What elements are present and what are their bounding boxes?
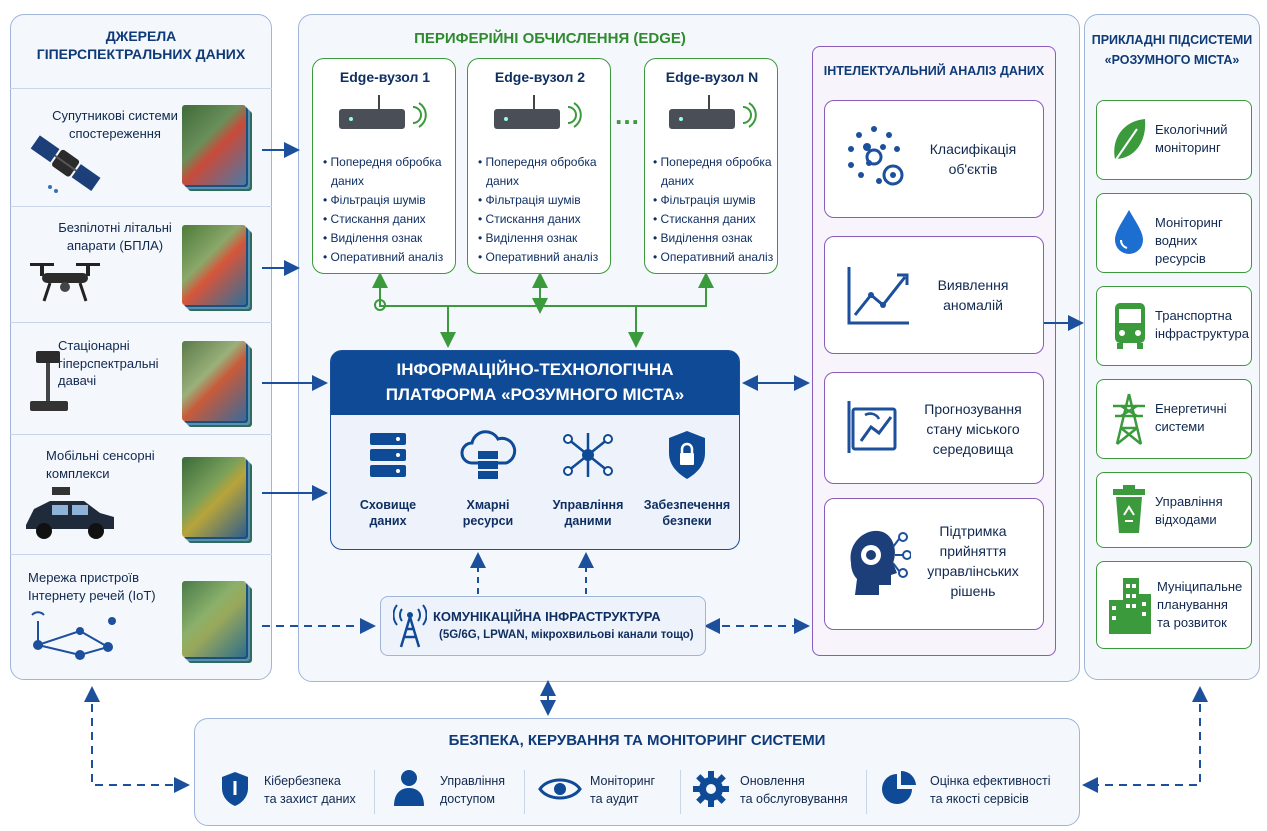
source-item: Стаціонарні гіперспектральні давачі bbox=[10, 322, 272, 434]
bus-icon bbox=[1115, 303, 1145, 349]
pie-chart-icon bbox=[882, 770, 916, 804]
source-item: Мобільні сенсорні комплекси bbox=[10, 434, 272, 554]
bottom-divider bbox=[680, 770, 681, 814]
city-platform: ІНФОРМАЦІЙНО-ТЕХНОЛОГІЧНА ПЛАТФОРМА «РОЗ… bbox=[330, 350, 740, 550]
sensor-icon bbox=[30, 351, 68, 411]
router-icon bbox=[494, 95, 582, 129]
hyperspectral-image bbox=[182, 341, 246, 421]
ai-item: Підтримка прийняття управлінських рішень bbox=[824, 498, 1044, 630]
bottom-item: Моніторинг та аудит bbox=[534, 764, 674, 820]
app-item: Екологічний моніторинг bbox=[1096, 100, 1252, 180]
edge-node-n: Edge-вузол N • Попередня обробка даних •… bbox=[644, 58, 778, 274]
router-icon bbox=[669, 95, 757, 129]
ai-item: Класифікація об'єктів bbox=[824, 100, 1044, 218]
eye-icon bbox=[538, 778, 582, 800]
bottom-item: Оцінка ефективності та якості сервісів bbox=[876, 764, 1072, 820]
bottom-item: Управління доступом bbox=[386, 764, 516, 820]
shield-lock-icon bbox=[669, 431, 705, 479]
car-icon bbox=[26, 487, 114, 539]
app-item: Муніципальне планування та розвиток bbox=[1096, 561, 1252, 649]
arrow-apps-bottom bbox=[1082, 686, 1208, 793]
comm-title: КОМУНІКАЦІЙНА ІНФРАСТРУКТУРА bbox=[433, 609, 661, 624]
head-gear-icon bbox=[850, 530, 911, 595]
iot-network-icon bbox=[31, 611, 116, 660]
recycle-bin-icon bbox=[1113, 485, 1145, 533]
edge-node-2: Edge-вузол 2 • Попередня обробка даних •… bbox=[467, 58, 611, 274]
user-icon bbox=[394, 770, 424, 806]
platform-service: Управління даними bbox=[543, 427, 633, 537]
satellite-icon bbox=[30, 135, 101, 193]
bottom-divider bbox=[866, 770, 867, 814]
bottom-item: Кібербезпека та захист даних bbox=[214, 764, 364, 820]
network-icon bbox=[563, 433, 613, 477]
ai-item: Прогнозування стану міського середовища bbox=[824, 372, 1044, 484]
bottom-panel bbox=[194, 718, 1080, 826]
gear-icon bbox=[693, 771, 729, 807]
edge-node-1: Edge-вузол 1 • Попередня обробка даних •… bbox=[312, 58, 456, 274]
forecast-icon bbox=[847, 401, 897, 453]
sources-title: ДЖЕРЕЛА ГІПЕРСПЕКТРАЛЬНИХ ДАНИХ bbox=[36, 28, 246, 62]
water-drop-icon bbox=[1115, 210, 1143, 254]
edge-bus bbox=[379, 276, 707, 307]
edge-title: ПЕРИФЕРІЙНІ ОБЧИСЛЕННЯ (EDGE) bbox=[414, 30, 686, 47]
edge-ellipsis: … bbox=[614, 100, 640, 130]
source-item: Супутникові системи спостереження bbox=[10, 88, 272, 206]
app-item: Транспортна інфраструктура bbox=[1096, 286, 1252, 366]
bottom-item: Оновлення та обслуговування bbox=[690, 764, 870, 820]
antenna-icon bbox=[393, 604, 427, 648]
comm-subtitle: (5G/6G, LPWAN, мікрохвильові канали тощо… bbox=[439, 629, 694, 641]
ai-item: Виявлення аномалій bbox=[824, 236, 1044, 354]
arrow-sources-bottom bbox=[84, 686, 190, 793]
hyperspectral-image bbox=[182, 225, 246, 305]
platform-service: Сховище даних bbox=[343, 427, 433, 537]
hyperspectral-image bbox=[182, 105, 246, 185]
drone-icon bbox=[30, 263, 100, 302]
bottom-title: БЕЗПЕКА, КЕРУВАННЯ ТА МОНІТОРИНГ СИСТЕМИ bbox=[448, 732, 826, 749]
app-item: Управління відходами bbox=[1096, 472, 1252, 548]
leaf-icon bbox=[1114, 119, 1146, 162]
classification-icon bbox=[848, 126, 904, 186]
app-item: Моніторинг водних ресурсів bbox=[1096, 193, 1252, 273]
platform-service: Забезпечення безпеки bbox=[639, 427, 735, 537]
comm-infrastructure: КОМУНІКАЦІЙНА ІНФРАСТРУКТУРА (5G/6G, LPW… bbox=[380, 596, 706, 656]
hyperspectral-image bbox=[182, 457, 246, 537]
source-item: Безпілотні літальні апарати (БПЛА) bbox=[10, 206, 272, 322]
bottom-divider bbox=[374, 770, 375, 814]
buildings-icon bbox=[1109, 578, 1151, 634]
router-icon bbox=[339, 95, 427, 129]
apps-title: ПРИКЛАДНІ ПІДСИСТЕМИ «РОЗУМНОГО МІСТА» bbox=[1091, 33, 1253, 67]
server-icon bbox=[370, 433, 406, 477]
anomaly-chart-icon bbox=[847, 267, 909, 325]
shield-icon bbox=[222, 772, 248, 806]
hyperspectral-image bbox=[182, 581, 246, 657]
source-item: Мережа пристроїв Інтернету речей (IoT) bbox=[10, 554, 272, 680]
bottom-divider bbox=[524, 770, 525, 814]
cloud-icon bbox=[460, 430, 517, 479]
platform-service: Хмарні ресурси bbox=[443, 427, 533, 537]
app-item: Енергетичні системи bbox=[1096, 379, 1252, 459]
ai-title: ІНТЕЛЕКТУАЛЬНИЙ АНАЛІЗ ДАНИХ bbox=[823, 64, 1045, 78]
power-tower-icon bbox=[1113, 393, 1145, 445]
platform-title: ІНФОРМАЦІЙНО-ТЕХНОЛОГІЧНА ПЛАТФОРМА «РОЗ… bbox=[331, 351, 739, 415]
